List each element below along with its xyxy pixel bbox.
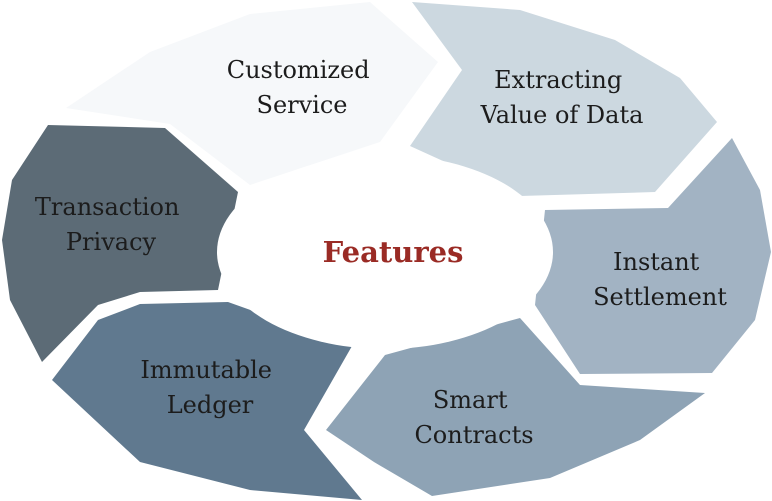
label-transaction-privacy: Transaction Privacy — [35, 193, 187, 256]
center-title: Features — [323, 235, 464, 269]
label-instant-settlement-line-1: Instant — [613, 248, 700, 276]
label-transaction-privacy-line-2: Privacy — [66, 228, 157, 256]
label-customized-service-line-2: Service — [257, 91, 348, 119]
label-extracting-value-line-1: Extracting — [494, 66, 622, 94]
label-smart-contracts-line-2: Contracts — [414, 421, 533, 449]
label-smart-contracts-line-1: Smart — [433, 386, 508, 414]
label-transaction-privacy-line-1: Transaction — [35, 193, 180, 221]
label-extracting-value-line-2: Value of Data — [480, 101, 644, 129]
label-immutable-ledger: Immutable Ledger — [140, 356, 279, 419]
label-customized-service-line-1: Customized — [227, 56, 370, 84]
label-customized-service: Customized Service — [227, 56, 378, 119]
segment-immutable-ledger — [52, 302, 362, 500]
segment-smart-contracts — [326, 318, 705, 496]
label-instant-settlement-line-2: Settlement — [593, 283, 727, 311]
center-ellipse — [217, 155, 553, 349]
segment-customized-service — [66, 2, 438, 185]
segment-instant-settlement — [535, 138, 771, 374]
segment-transaction-privacy — [2, 125, 238, 362]
segment-extracting-value-of-data — [410, 2, 717, 196]
label-extracting-value-of-data: Extracting Value of Data — [480, 66, 644, 129]
label-immutable-ledger-line-1: Immutable — [140, 356, 272, 384]
label-immutable-ledger-line-2: Ledger — [167, 391, 254, 419]
label-smart-contracts: Smart Contracts — [414, 386, 533, 449]
label-instant-settlement: Instant Settlement — [593, 248, 727, 311]
